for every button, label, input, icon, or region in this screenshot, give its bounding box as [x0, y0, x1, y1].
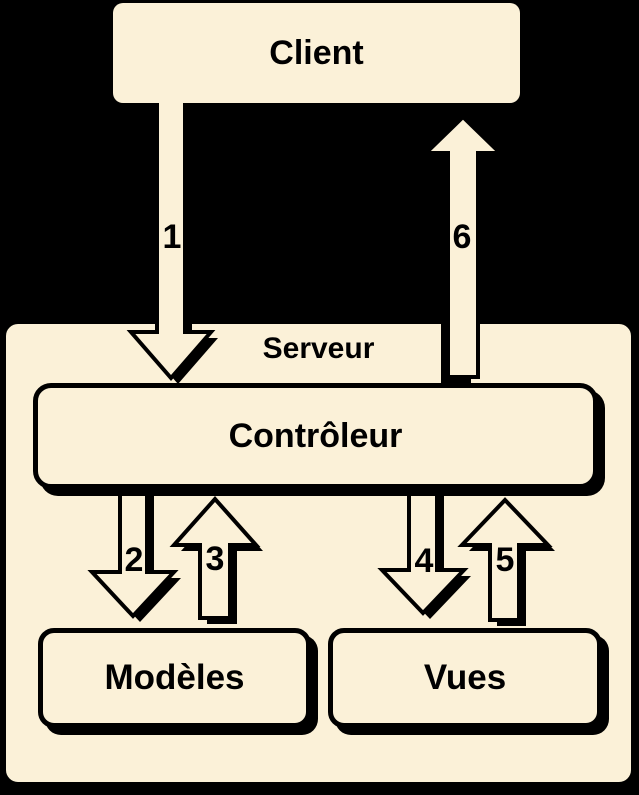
controleur-label: Contrôleur	[228, 416, 403, 455]
vues-label: Vues	[423, 658, 507, 697]
arrow-6-label: 6	[453, 218, 472, 256]
client-label: Client	[269, 33, 364, 72]
modeles-node: Modèles	[38, 628, 311, 728]
client-node: Client	[113, 3, 520, 103]
serveur-label: Serveur	[262, 332, 375, 365]
modeles-label: Modèles	[104, 658, 245, 697]
arrow-1-label: 1	[163, 218, 182, 256]
vues-node: Vues	[328, 628, 602, 728]
controleur-node: Contrôleur	[33, 383, 598, 489]
